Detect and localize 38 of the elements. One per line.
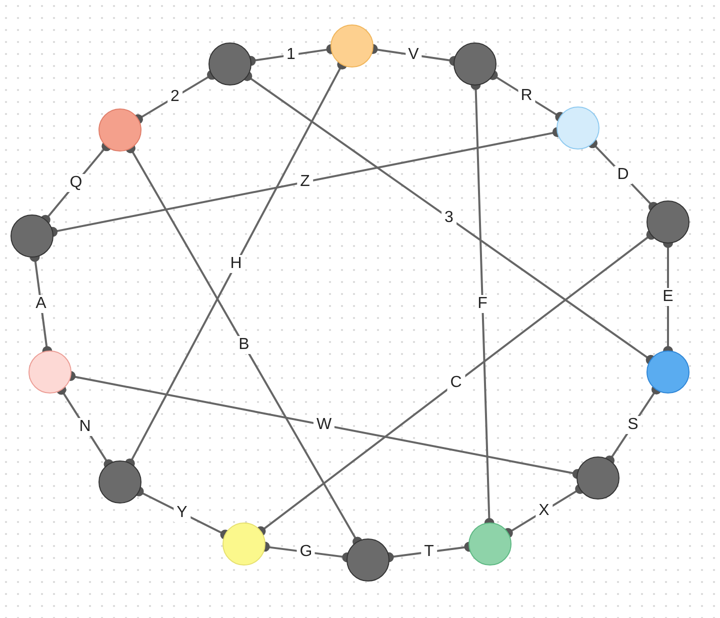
connector-line — [588, 138, 658, 212]
graph-node-circle — [208, 42, 252, 86]
connector-line — [126, 143, 362, 547]
graph-node-circle — [98, 460, 142, 504]
graph-node-circle — [346, 538, 390, 582]
edge-label: S — [624, 416, 642, 434]
graph-node-circle — [222, 522, 266, 566]
edge-label: R — [518, 87, 536, 105]
graph-node-circle — [454, 42, 496, 86]
edge-label: B — [236, 336, 252, 354]
edge-label: G — [296, 543, 316, 561]
graph-node-circle — [576, 456, 620, 500]
graph-node-circle — [10, 214, 54, 258]
graph-node-circle — [98, 108, 142, 152]
edge-label: 2 — [168, 88, 182, 106]
edge-label: Y — [174, 504, 190, 522]
edge-label: 3 — [442, 209, 456, 227]
graph-node-circle — [330, 24, 374, 68]
graph-node-circle — [468, 522, 512, 566]
edge-label: D — [614, 166, 632, 184]
edge-label: C — [447, 374, 465, 392]
connector-line — [502, 484, 586, 538]
connector-line — [40, 141, 112, 225]
edge-label: N — [76, 418, 94, 436]
graph-node-circle — [556, 106, 600, 150]
edge-label: T — [421, 543, 437, 561]
edge-label: H — [227, 255, 245, 273]
edge-label: X — [536, 502, 552, 520]
graph-node-circle — [646, 200, 690, 244]
graph-node-circle — [28, 350, 72, 394]
connector-line — [242, 71, 656, 365]
edge-label: A — [32, 295, 50, 313]
connector-line — [604, 384, 662, 466]
edge-label: Q — [66, 174, 86, 192]
graph-node-circle — [646, 350, 690, 394]
connector-line — [124, 60, 348, 468]
connector-line — [256, 230, 656, 536]
connector-line — [133, 70, 217, 124]
